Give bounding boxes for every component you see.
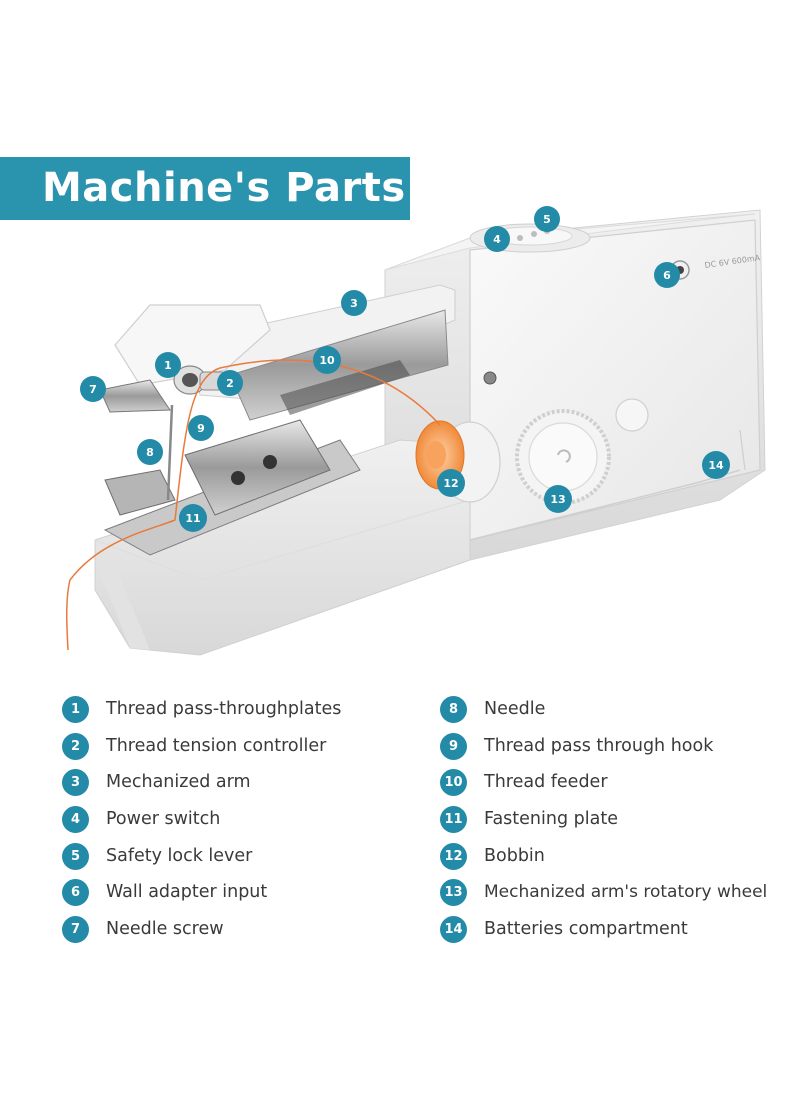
body-screw [483,371,497,385]
legend-item-12: 12 Bobbin [440,842,545,870]
callout-14: 14 [702,451,730,479]
legend-number: 4 [62,805,89,833]
callout-10: 10 [313,346,341,374]
legend-item-14: 14 Batteries compartment [440,915,688,943]
legend-number: 14 [440,915,467,943]
fastening-plate [103,419,361,556]
page-title: Machine's Parts [42,165,406,211]
callout-4: 4 [484,226,510,252]
legend-number: 5 [62,842,89,870]
legend-label: Batteries compartment [484,919,688,939]
legend-number: 6 [62,878,89,906]
legend-item-7: 7 Needle screw [62,915,224,943]
legend-number: 3 [62,768,89,796]
legend-item-10: 10 Thread feeder [440,768,608,796]
callout-2: 2 [217,370,243,396]
legend-label: Wall adapter input [106,882,268,902]
svg-text:7: 7 [89,383,97,396]
legend-label: Fastening plate [484,809,618,829]
sewing-machine-illustration: DC 6V 600mA [66,206,766,656]
svg-text:3: 3 [350,297,358,310]
svg-text:1: 1 [164,359,172,372]
legend-label: Needle [484,699,546,719]
callout-1: 1 [155,352,181,378]
legend-label: Needle screw [106,919,224,939]
legend-label: Safety lock lever [106,846,253,866]
svg-text:11: 11 [185,512,200,525]
legend-item-5: 5 Safety lock lever [62,842,252,870]
legend-label: Mechanized arm [106,772,251,792]
legend-item-3: 3 Mechanized arm [62,768,251,796]
legend-number: 11 [440,805,467,833]
legend-item-11: 11 Fastening plate [440,805,618,833]
svg-text:12: 12 [443,477,458,490]
legend-item-4: 4 Power switch [62,805,220,833]
legend-number: 10 [440,768,467,796]
legend-item-8: 8 Needle [440,695,545,723]
svg-text:6: 6 [663,269,671,282]
svg-text:5: 5 [543,213,551,226]
legend-number: 9 [440,732,467,760]
rotatory-wheel [515,409,611,505]
legend-label: Thread tension controller [106,736,327,756]
svg-text:8: 8 [146,446,154,459]
callout-6: 6 [654,262,680,288]
callout-8: 8 [137,439,163,465]
legend-item-2: 2 Thread tension controller [62,732,326,760]
body-button [615,398,649,432]
legend-item-1: 1 Thread pass-throughplates [62,695,341,723]
machine-head [99,304,271,501]
title-banner: Machine's Parts [0,157,410,220]
callout-13: 13 [544,485,572,513]
legend-number: 12 [440,842,467,870]
callout-11: 11 [179,504,207,532]
legend-item-13: 13 Mechanized arm's rotatory wheel [440,878,767,906]
legend-label: Power switch [106,809,221,829]
legend-number: 8 [440,695,467,723]
legend-number: 13 [440,878,467,906]
legend-number: 1 [62,695,89,723]
legend-item-6: 6 Wall adapter input [62,878,267,906]
svg-text:10: 10 [319,354,335,367]
svg-text:9: 9 [197,422,205,435]
legend-label: Bobbin [484,846,545,866]
legend-number: 7 [62,915,89,943]
machine-base [94,439,471,656]
svg-text:2: 2 [226,377,234,390]
callout-7: 7 [80,376,106,402]
legend-label: Mechanized arm's rotatory wheel [484,882,768,902]
svg-text:4: 4 [493,233,501,246]
legend-item-9: 9 Thread pass through hook [440,732,713,760]
svg-text:14: 14 [708,459,724,472]
legend-number: 2 [62,732,89,760]
callout-12: 12 [437,469,465,497]
callout-9: 9 [188,415,214,441]
legend-label: Thread feeder [484,772,608,792]
svg-text:13: 13 [550,493,565,506]
legend-label: Thread pass through hook [484,736,714,756]
legend-label: Thread pass-throughplates [106,699,342,719]
callout-3: 3 [341,290,367,316]
callout-5: 5 [534,206,560,232]
